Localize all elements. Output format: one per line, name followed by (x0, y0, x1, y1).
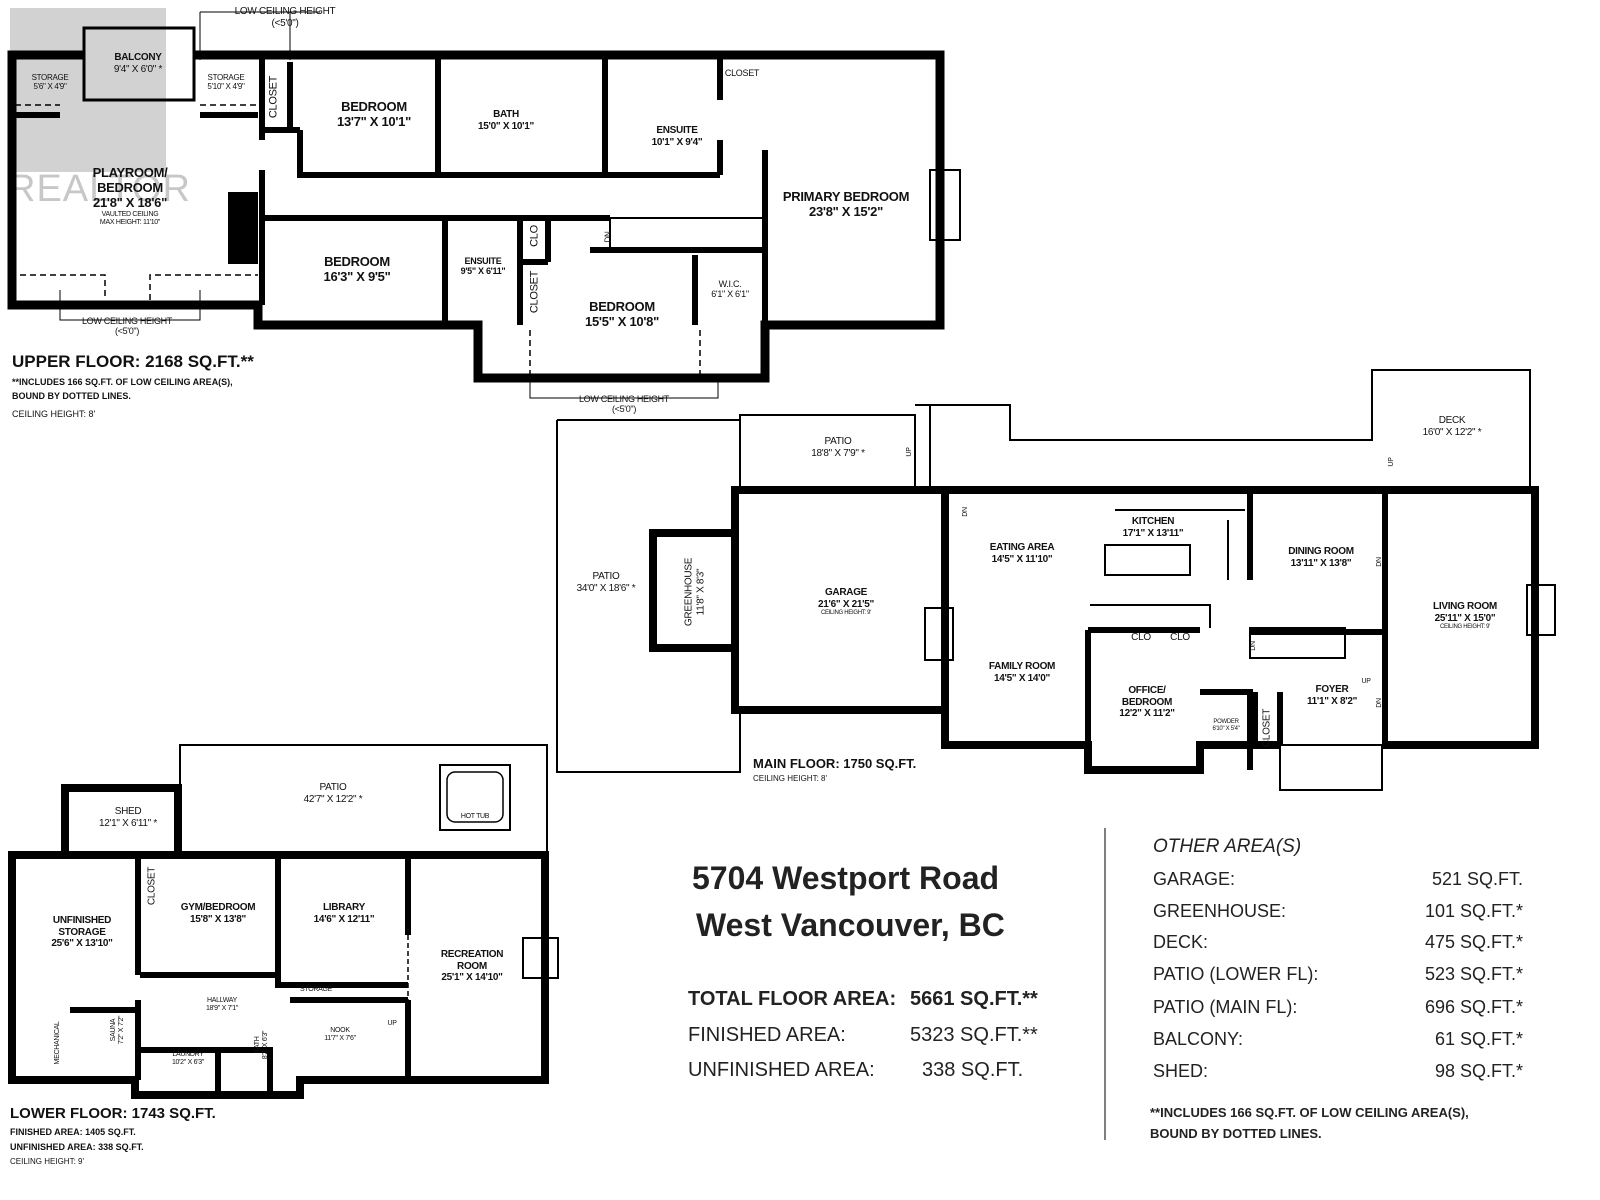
other-area-row: PATIO (LOWER FL):523 SQ.FT.* (1153, 964, 1523, 984)
stairs-down-label-dining: DN (1375, 557, 1383, 567)
realtor-watermark-text: REALTOR (8, 168, 191, 210)
main-floor-title: MAIN FLOOR: 1750 SQ.FT. (753, 756, 917, 771)
stairs-up-label-patio: UP (905, 447, 913, 457)
total-floor-area-label: TOTAL FLOOR AREA: (688, 988, 897, 1010)
other-area-row: BALCONY:61 SQ.FT.* (1153, 1029, 1523, 1049)
low-ceiling-label-bottom: LOW CEILING HEIGHT(<5'0") (578, 394, 670, 415)
room-closet-c: CLOSET (528, 270, 541, 314)
summary-note-1: **INCLUDES 166 SQ.FT. OF LOW CEILING ARE… (1150, 1105, 1469, 1120)
upper-floor-walls (7, 11, 945, 399)
room-wic: W.I.C.6'1" X 6'1" (711, 279, 749, 300)
main-floor-ceiling: CEILING HEIGHT: 8' (753, 774, 827, 783)
lower-floor-finished: FINISHED AREA: 1405 SQ.FT. (10, 1127, 136, 1137)
lower-floor-title: LOWER FLOOR: 1743 SQ.FT. (10, 1105, 216, 1122)
room-closet-a: CLOSET (267, 75, 280, 119)
stairs-down-label-eating: DN (961, 507, 969, 517)
upper-floor-title: UPPER FLOOR: 2168 SQ.FT.** (12, 352, 254, 371)
room-mechanical: MECHANICAL (53, 1021, 61, 1065)
stairs-down-label: DN (603, 231, 613, 243)
address-line-1: 5704 Westport Road (692, 860, 1000, 896)
hot-tub: HOT TUB (460, 813, 490, 820)
other-area-row: DECK:475 SQ.FT.* (1153, 932, 1523, 952)
lower-floor-walls (8, 744, 559, 1099)
realtor-logo-watermark (10, 8, 166, 172)
lower-floor-unfinished: UNFINISHED AREA: 338 SQ.FT. (10, 1142, 144, 1152)
stairs-up-label-deck: UP (1387, 457, 1395, 467)
room-closet-b: CLOSET (724, 68, 760, 78)
stairs-up-label-foyer: UP (1361, 678, 1371, 685)
room-closet-lower: CLOSET (146, 866, 158, 906)
room-closet-main: CLOSET (1261, 708, 1273, 748)
other-area-row: GARAGE:521 SQ.FT. (1153, 869, 1523, 889)
upper-floor-note-1: **INCLUDES 166 SQ.FT. OF LOW CEILING ARE… (12, 377, 233, 387)
address-line-2: West Vancouver, BC (696, 907, 1005, 943)
upper-floor-note-2: BOUND BY DOTTED LINES. (12, 391, 131, 401)
other-area-row: SHED:98 SQ.FT.* (1153, 1061, 1523, 1081)
finished-area-value: 5323 SQ.FT.** (910, 1024, 1038, 1046)
other-areas-title: OTHER AREA(S) (1153, 836, 1302, 857)
room-clo-1: CLO (1131, 632, 1151, 643)
stairs-down-label-hall: DN (1249, 641, 1257, 651)
unfinished-area-label: UNFINISHED AREA: (688, 1059, 875, 1081)
total-floor-area-value: 5661 SQ.FT.** (910, 988, 1038, 1010)
stairs-down-label-foyer: DN (1375, 698, 1383, 708)
low-ceiling-label-left: LOW CEILING HEIGHT(<5'0") (81, 316, 173, 337)
other-area-row: PATIO (MAIN FL):696 SQ.FT.* (1153, 997, 1523, 1017)
upper-floor-ceiling: CEILING HEIGHT: 8' (12, 409, 96, 419)
room-clo: CLO (528, 225, 541, 247)
other-area-row: GREENHOUSE:101 SQ.FT.* (1153, 901, 1523, 921)
unfinished-area-value: 338 SQ.FT. (922, 1059, 1024, 1081)
summary-note-2: BOUND BY DOTTED LINES. (1150, 1126, 1322, 1141)
finished-area-label: FINISHED AREA: (688, 1024, 846, 1046)
room-clo-2: CLO (1170, 632, 1190, 643)
main-floor-walls (556, 369, 1556, 791)
stairs-up-label-lower: UP (387, 1020, 397, 1027)
room-storage-lower: STORAGE (299, 986, 333, 993)
low-ceiling-label-top: LOW CEILING HEIGHT(<5'0") (234, 6, 336, 29)
lower-floor-ceiling: CEILING HEIGHT: 9' (10, 1157, 84, 1166)
